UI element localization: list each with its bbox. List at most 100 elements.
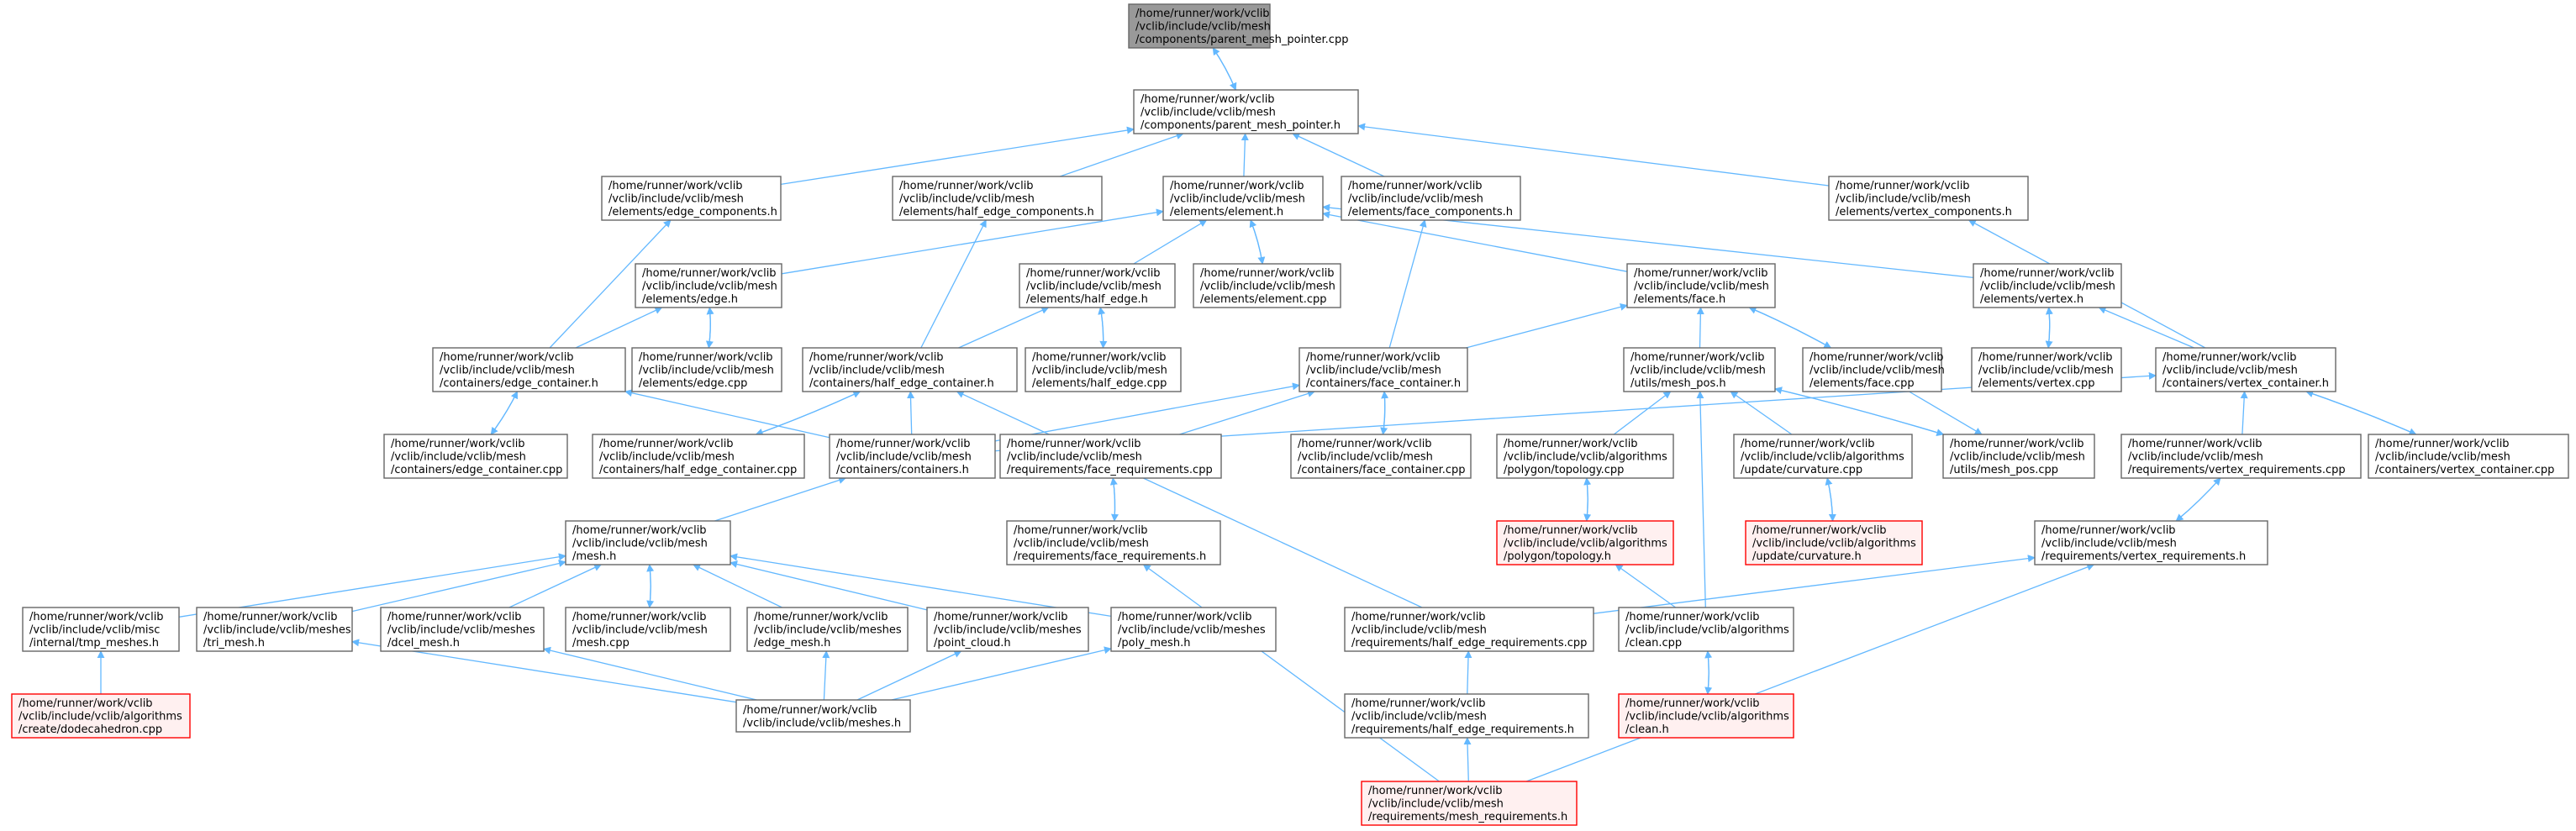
node-label-line: /utils/mesh_pos.h xyxy=(1630,377,1726,390)
node-label-line: /home/runner/work/vclib xyxy=(599,438,734,450)
node-label-line: /home/runner/work/vclib xyxy=(572,524,707,537)
node-box xyxy=(1162,176,1324,221)
node-he-cont-cpp[interactable]: /home/runner/work/vclib/vclib/include/vc… xyxy=(592,434,805,479)
node-face-cont-h[interactable]: /home/runner/work/vclib/vclib/include/vc… xyxy=(1299,347,1468,392)
dependency-edge xyxy=(1704,650,1713,695)
node-label-line: /vclib/include/vclib/mesh xyxy=(440,365,575,377)
node-label-line: /vclib/include/vclib/mesh xyxy=(1978,365,2114,377)
node-box xyxy=(635,263,782,308)
dependency-edge xyxy=(755,391,861,436)
node-face-cont-cpp[interactable]: /home/runner/work/vclib/vclib/include/vc… xyxy=(1290,434,1472,479)
dependency-edge xyxy=(1357,123,1830,187)
node-label-line: /home/runner/work/vclib xyxy=(2128,438,2263,450)
node-tri-mesh-h[interactable]: /home/runner/work/vclib/vclib/include/vc… xyxy=(196,607,353,652)
node-root[interactable]: /home/runner/work/vclib/vclib/include/vc… xyxy=(1128,3,1348,49)
node-label-line: /vclib/include/vclib/mesh xyxy=(1298,451,1433,464)
node-element-cpp[interactable]: /home/runner/work/vclib/vclib/include/vc… xyxy=(1193,263,1341,308)
node-label-line: /vclib/include/vclib/meshes xyxy=(203,624,351,637)
node-he-req-h[interactable]: /home/runner/work/vclib/vclib/include/vc… xyxy=(1344,693,1589,739)
dependency-edge xyxy=(1748,307,1831,349)
node-label-line: /components/parent_mesh_pointer.cpp xyxy=(1135,34,1348,46)
node-dodeca-cpp[interactable]: /home/runner/work/vclib/vclib/include/vc… xyxy=(11,693,191,739)
node-label-line: /vclib/include/vclib/algorithms xyxy=(1504,451,1667,464)
node-tmp-meshes-h[interactable]: /home/runner/work/vclib/vclib/include/vc… xyxy=(22,607,180,652)
node-face-h[interactable]: /home/runner/work/vclib/vclib/include/vc… xyxy=(1626,263,1776,308)
node-vert-req-cpp[interactable]: /home/runner/work/vclib/vclib/include/vc… xyxy=(2120,434,2362,479)
node-label-line: /clean.cpp xyxy=(1625,637,1682,650)
node-box xyxy=(1733,434,1913,479)
node-face-cpp[interactable]: /home/runner/work/vclib/vclib/include/vc… xyxy=(1802,347,1945,392)
dependency-edge xyxy=(780,126,1135,186)
node-label-line: /vclib/include/vclib/mesh xyxy=(1306,365,1441,377)
node-label-line: /containers/vertex_container.h xyxy=(2162,377,2329,390)
node-he-h[interactable]: /home/runner/work/vclib/vclib/include/vc… xyxy=(1019,263,1176,308)
node-poly-topo-h[interactable]: /home/runner/work/vclib/vclib/include/vc… xyxy=(1496,520,1674,565)
node-containers-h[interactable]: /home/runner/work/vclib/vclib/include/vc… xyxy=(829,434,996,479)
node-vertex-cpp[interactable]: /home/runner/work/vclib/vclib/include/vc… xyxy=(1971,347,2122,392)
node-mesh-req-h[interactable]: /home/runner/work/vclib/vclib/include/vc… xyxy=(1361,781,1578,826)
node-vertex-h[interactable]: /home/runner/work/vclib/vclib/include/vc… xyxy=(1973,263,2122,308)
dependency-edge xyxy=(730,560,928,611)
node-label-line: /vclib/include/vclib/mesh xyxy=(2375,451,2510,464)
node-label-line: /elements/element.cpp xyxy=(1200,293,1327,306)
node-face-req-cpp[interactable]: /home/runner/work/vclib/vclib/include/vc… xyxy=(999,434,1222,479)
node-mesh-h[interactable]: /home/runner/work/vclib/vclib/include/vc… xyxy=(565,520,731,565)
node-edge-cont-h[interactable]: /home/runner/work/vclib/vclib/include/vc… xyxy=(432,347,626,392)
node-he-cpp[interactable]: /home/runner/work/vclib/vclib/include/vc… xyxy=(1025,347,1182,392)
node-edge-mesh-h[interactable]: /home/runner/work/vclib/vclib/include/vc… xyxy=(746,607,909,652)
node-upd-curv-cpp[interactable]: /home/runner/work/vclib/vclib/include/vc… xyxy=(1733,434,1913,479)
dependency-edge xyxy=(2240,391,2248,435)
node-label-line: /requirements/half_edge_requirements.h xyxy=(1351,723,1574,736)
dependency-edge xyxy=(1250,219,1266,265)
node-poly-mesh-h[interactable]: /home/runner/work/vclib/vclib/include/vc… xyxy=(1110,607,1277,652)
node-box xyxy=(1971,347,2122,392)
node-edge-comp[interactable]: /home/runner/work/vclib/vclib/include/vc… xyxy=(601,176,782,221)
node-poly-topo-cpp[interactable]: /home/runner/work/vclib/vclib/include/vc… xyxy=(1496,434,1674,479)
node-he-cont-h[interactable]: /home/runner/work/vclib/vclib/include/vc… xyxy=(802,347,1018,392)
dependency-edge xyxy=(994,382,1300,442)
node-label-line: /elements/face.cpp xyxy=(1810,377,1915,390)
node-point-cloud-h[interactable]: /home/runner/work/vclib/vclib/include/vc… xyxy=(926,607,1089,652)
node-label-line: /home/runner/work/vclib xyxy=(1170,180,1304,192)
node-mesh-pos-cpp[interactable]: /home/runner/work/vclib/vclib/include/vc… xyxy=(1942,434,2095,479)
node-face-req-h[interactable]: /home/runner/work/vclib/vclib/include/vc… xyxy=(1006,520,1221,565)
node-label-line: /requirements/half_edge_requirements.cpp xyxy=(1351,637,1587,650)
node-vert-cont-cpp[interactable]: /home/runner/work/vclib/vclib/include/vc… xyxy=(2368,434,2569,479)
node-meshes-h[interactable]: /home/runner/work/vclib/vclib/include/vc… xyxy=(735,699,911,733)
dependency-edge xyxy=(920,219,987,349)
node-pmp-h[interactable]: /home/runner/work/vclib/vclib/include/vc… xyxy=(1133,89,1359,134)
node-mesh-cpp[interactable]: /home/runner/work/vclib/vclib/include/vc… xyxy=(565,607,731,652)
node-he-comp[interactable]: /home/runner/work/vclib/vclib/include/vc… xyxy=(892,176,1103,221)
node-element-h[interactable]: /home/runner/work/vclib/vclib/include/vc… xyxy=(1162,176,1324,221)
dependency-edge xyxy=(2045,307,2053,349)
node-edge-cpp[interactable]: /home/runner/work/vclib/vclib/include/vc… xyxy=(631,347,782,392)
node-box xyxy=(1019,263,1176,308)
dependency-edge xyxy=(1525,563,2095,782)
node-box xyxy=(999,434,1222,479)
node-box xyxy=(1344,607,1594,652)
node-box xyxy=(380,607,545,652)
node-vert-req-h[interactable]: /home/runner/work/vclib/vclib/include/vc… xyxy=(2034,520,2268,565)
dependency-edge xyxy=(705,307,714,349)
node-edge-h[interactable]: /home/runner/work/vclib/vclib/include/vc… xyxy=(635,263,782,308)
node-box xyxy=(22,607,180,652)
node-mesh-pos-h[interactable]: /home/runner/work/vclib/vclib/include/vc… xyxy=(1623,347,1776,392)
node-label-line: /vclib/include/vclib/meshes xyxy=(754,624,902,637)
node-upd-curv-h[interactable]: /home/runner/work/vclib/vclib/include/vc… xyxy=(1745,520,1923,565)
node-label-line: /home/runner/work/vclib xyxy=(2375,438,2510,450)
node-he-req-cpp[interactable]: /home/runner/work/vclib/vclib/include/vc… xyxy=(1344,607,1594,652)
node-dcel-mesh-h[interactable]: /home/runner/work/vclib/vclib/include/vc… xyxy=(380,607,545,652)
dependency-edge xyxy=(907,391,915,435)
node-clean-h[interactable]: /home/runner/work/vclib/vclib/include/vc… xyxy=(1618,693,1794,739)
node-edge-cont-cpp[interactable]: /home/runner/work/vclib/vclib/include/vc… xyxy=(383,434,568,479)
node-box xyxy=(2155,347,2336,392)
node-vert-cont-h[interactable]: /home/runner/work/vclib/vclib/include/vc… xyxy=(2155,347,2336,392)
node-clean-cpp[interactable]: /home/runner/work/vclib/vclib/include/vc… xyxy=(1618,607,1794,652)
node-label-line: /containers/face_container.h xyxy=(1306,377,1461,390)
node-label-line: /vclib/include/vclib/mesh xyxy=(1351,624,1487,637)
node-vert-comp[interactable]: /home/runner/work/vclib/vclib/include/vc… xyxy=(1828,176,2029,221)
dependency-edge xyxy=(1749,307,1832,349)
dependency-edge xyxy=(1730,391,1793,435)
node-face-comp[interactable]: /home/runner/work/vclib/vclib/include/vc… xyxy=(1341,176,1521,221)
node-box xyxy=(1344,693,1589,739)
